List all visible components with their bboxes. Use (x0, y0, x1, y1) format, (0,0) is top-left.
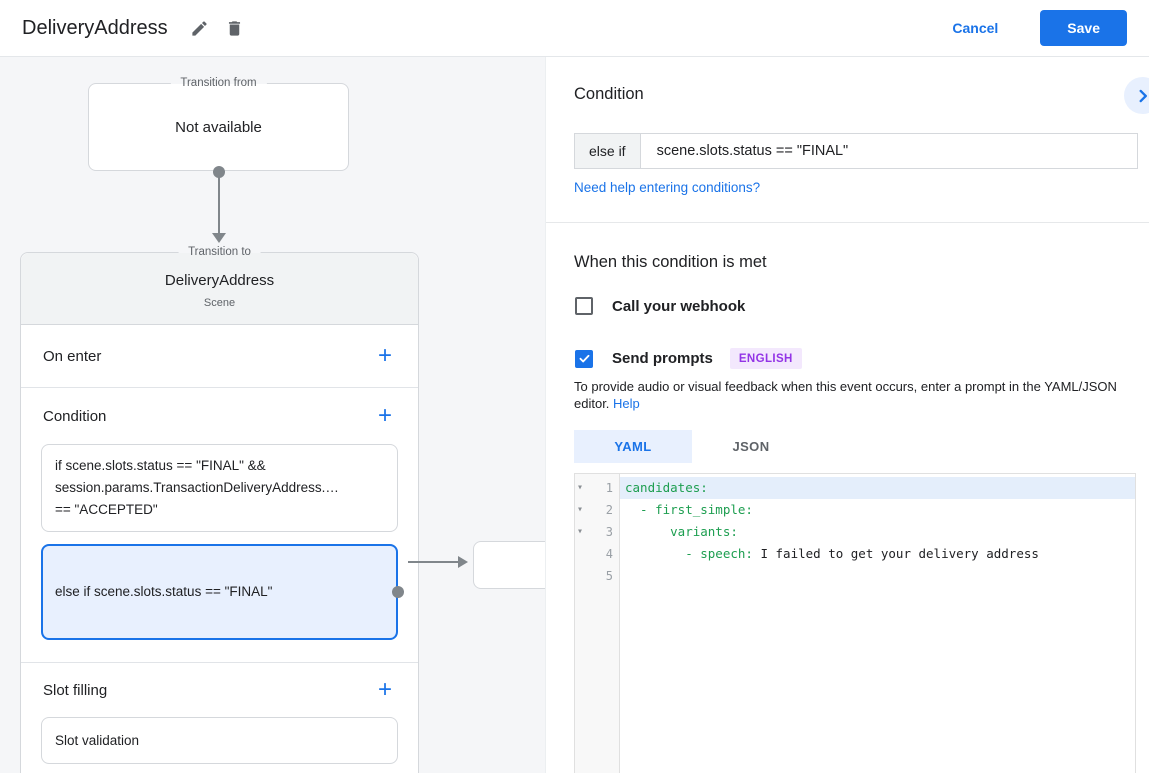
slot-filling-section: Slot filling + Slot validation Transacti… (21, 663, 418, 773)
prompts-description-text: To provide audio or visual feedback when… (574, 379, 1117, 411)
condition-edge-dot (392, 586, 404, 598)
code-line[interactable]: variants: (620, 521, 1135, 543)
condition-input-row: else if scene.slots.status == "FINAL" (574, 133, 1138, 169)
tab-json[interactable]: JSON (732, 439, 770, 454)
condition-prefix-label: else if (575, 134, 641, 168)
gutter-row: ▾3 (575, 521, 619, 543)
code-token-key: variants: (625, 524, 738, 539)
delete-scene-button[interactable] (225, 19, 244, 38)
gutter-row: ▾2 (575, 499, 619, 521)
when-condition-met-title: When this condition is met (574, 253, 767, 271)
call-webhook-row: Call your webhook (575, 297, 745, 315)
cancel-button[interactable]: Cancel (952, 20, 999, 36)
condition-box-else-if-text: else if scene.slots.status == "FINAL" (55, 584, 273, 599)
send-prompts-row: Send prompts ENGLISH (575, 348, 802, 369)
language-badge: ENGLISH (729, 348, 802, 369)
send-prompts-checkbox[interactable] (575, 349, 593, 368)
transition-to-label: Transition to (178, 245, 261, 260)
main-area: Transition from Not available Transition… (0, 57, 1149, 773)
connector-line (218, 172, 220, 234)
add-condition-button[interactable]: + (377, 402, 392, 429)
trash-icon (225, 19, 244, 38)
pencil-icon (190, 19, 209, 38)
prompts-help-link[interactable]: Help (613, 396, 640, 411)
panel-divider (546, 222, 1149, 223)
save-button[interactable]: Save (1040, 10, 1127, 46)
gutter-row: ▾1 (575, 477, 619, 499)
transition-from-value: Not available (175, 118, 262, 136)
condition-box-else-if-selected[interactable]: else if scene.slots.status == "FINAL" (41, 544, 404, 640)
connector-arrowhead-icon (212, 233, 226, 243)
line-number: 3 (605, 525, 613, 539)
scene-type: Scene (203, 297, 236, 309)
transition-to-card: Transition to DeliveryAddress Scene On e… (20, 245, 419, 773)
prompts-description: To provide audio or visual feedback when… (574, 378, 1132, 412)
on-enter-section: On enter + (21, 325, 418, 388)
gutter-row: 4 (575, 543, 619, 565)
fold-arrow-icon[interactable]: ▾ (577, 526, 584, 537)
transition-arrowhead-icon (458, 556, 468, 568)
transition-from-box[interactable]: Transition from Not available (88, 76, 349, 171)
chevron-right-icon (1132, 85, 1149, 107)
page-title: DeliveryAddress (22, 16, 168, 39)
slot-filling-label: Slot filling (43, 681, 108, 699)
line-number: 5 (605, 569, 613, 583)
add-on-enter-button[interactable]: + (377, 342, 392, 369)
transition-from-label: Transition from (170, 76, 267, 91)
panel-title: Condition (574, 85, 644, 103)
scene-diagram-panel: Transition from Not available Transition… (0, 57, 545, 773)
call-webhook-checkbox[interactable] (575, 297, 593, 315)
send-prompts-label: Send prompts (612, 350, 713, 367)
scene-card-header[interactable]: Transition to DeliveryAddress Scene (21, 245, 418, 325)
collapse-panel-button[interactable] (1124, 77, 1149, 114)
code-token-plain: I failed to get your delivery address (752, 546, 1039, 561)
condition-editor-panel: Condition else if scene.slots.status == … (545, 57, 1149, 773)
checkmark-icon (578, 352, 591, 365)
line-number: 1 (605, 481, 613, 495)
condition-section: Condition + if scene.slots.status == "FI… (21, 388, 418, 663)
conditions-help-link[interactable]: Need help entering conditions? (574, 180, 761, 195)
scene-name: DeliveryAddress (164, 272, 275, 289)
code-token-key: candidates: (625, 480, 708, 495)
fold-arrow-icon[interactable]: ▾ (577, 482, 584, 493)
condition-box-if[interactable]: if scene.slots.status == "FINAL" && sess… (41, 444, 398, 532)
gutter-row: 5 (575, 565, 619, 587)
line-number: 4 (605, 547, 613, 561)
editor-code[interactable]: candidates: - first_simple: variants: - … (620, 474, 1135, 773)
editor-format-tabs: YAML JSON (574, 430, 810, 463)
transition-arrow-line (408, 561, 460, 563)
line-number: 2 (605, 503, 613, 517)
on-enter-label: On enter (43, 347, 102, 365)
code-line[interactable]: - first_simple: (620, 499, 1135, 521)
slot-box-validation[interactable]: Slot validation (41, 717, 398, 764)
fold-arrow-icon[interactable]: ▾ (577, 504, 584, 515)
code-line[interactable]: - speech: I failed to get your delivery … (620, 543, 1135, 565)
top-bar: DeliveryAddress Cancel Save (0, 0, 1149, 57)
call-webhook-label: Call your webhook (612, 297, 746, 315)
condition-expression-input[interactable]: scene.slots.status == "FINAL" (656, 143, 849, 159)
edit-scene-button[interactable] (190, 19, 209, 38)
tab-yaml[interactable]: YAML (574, 430, 692, 463)
code-token-key: - first_simple: (625, 502, 753, 517)
code-line[interactable]: candidates: (620, 477, 1135, 499)
condition-section-label: Condition (43, 407, 107, 425)
code-token-key: - speech: (625, 546, 753, 561)
transition-target-node[interactable] (473, 541, 545, 589)
code-line[interactable] (620, 565, 1135, 587)
add-slot-button[interactable]: + (377, 676, 392, 703)
